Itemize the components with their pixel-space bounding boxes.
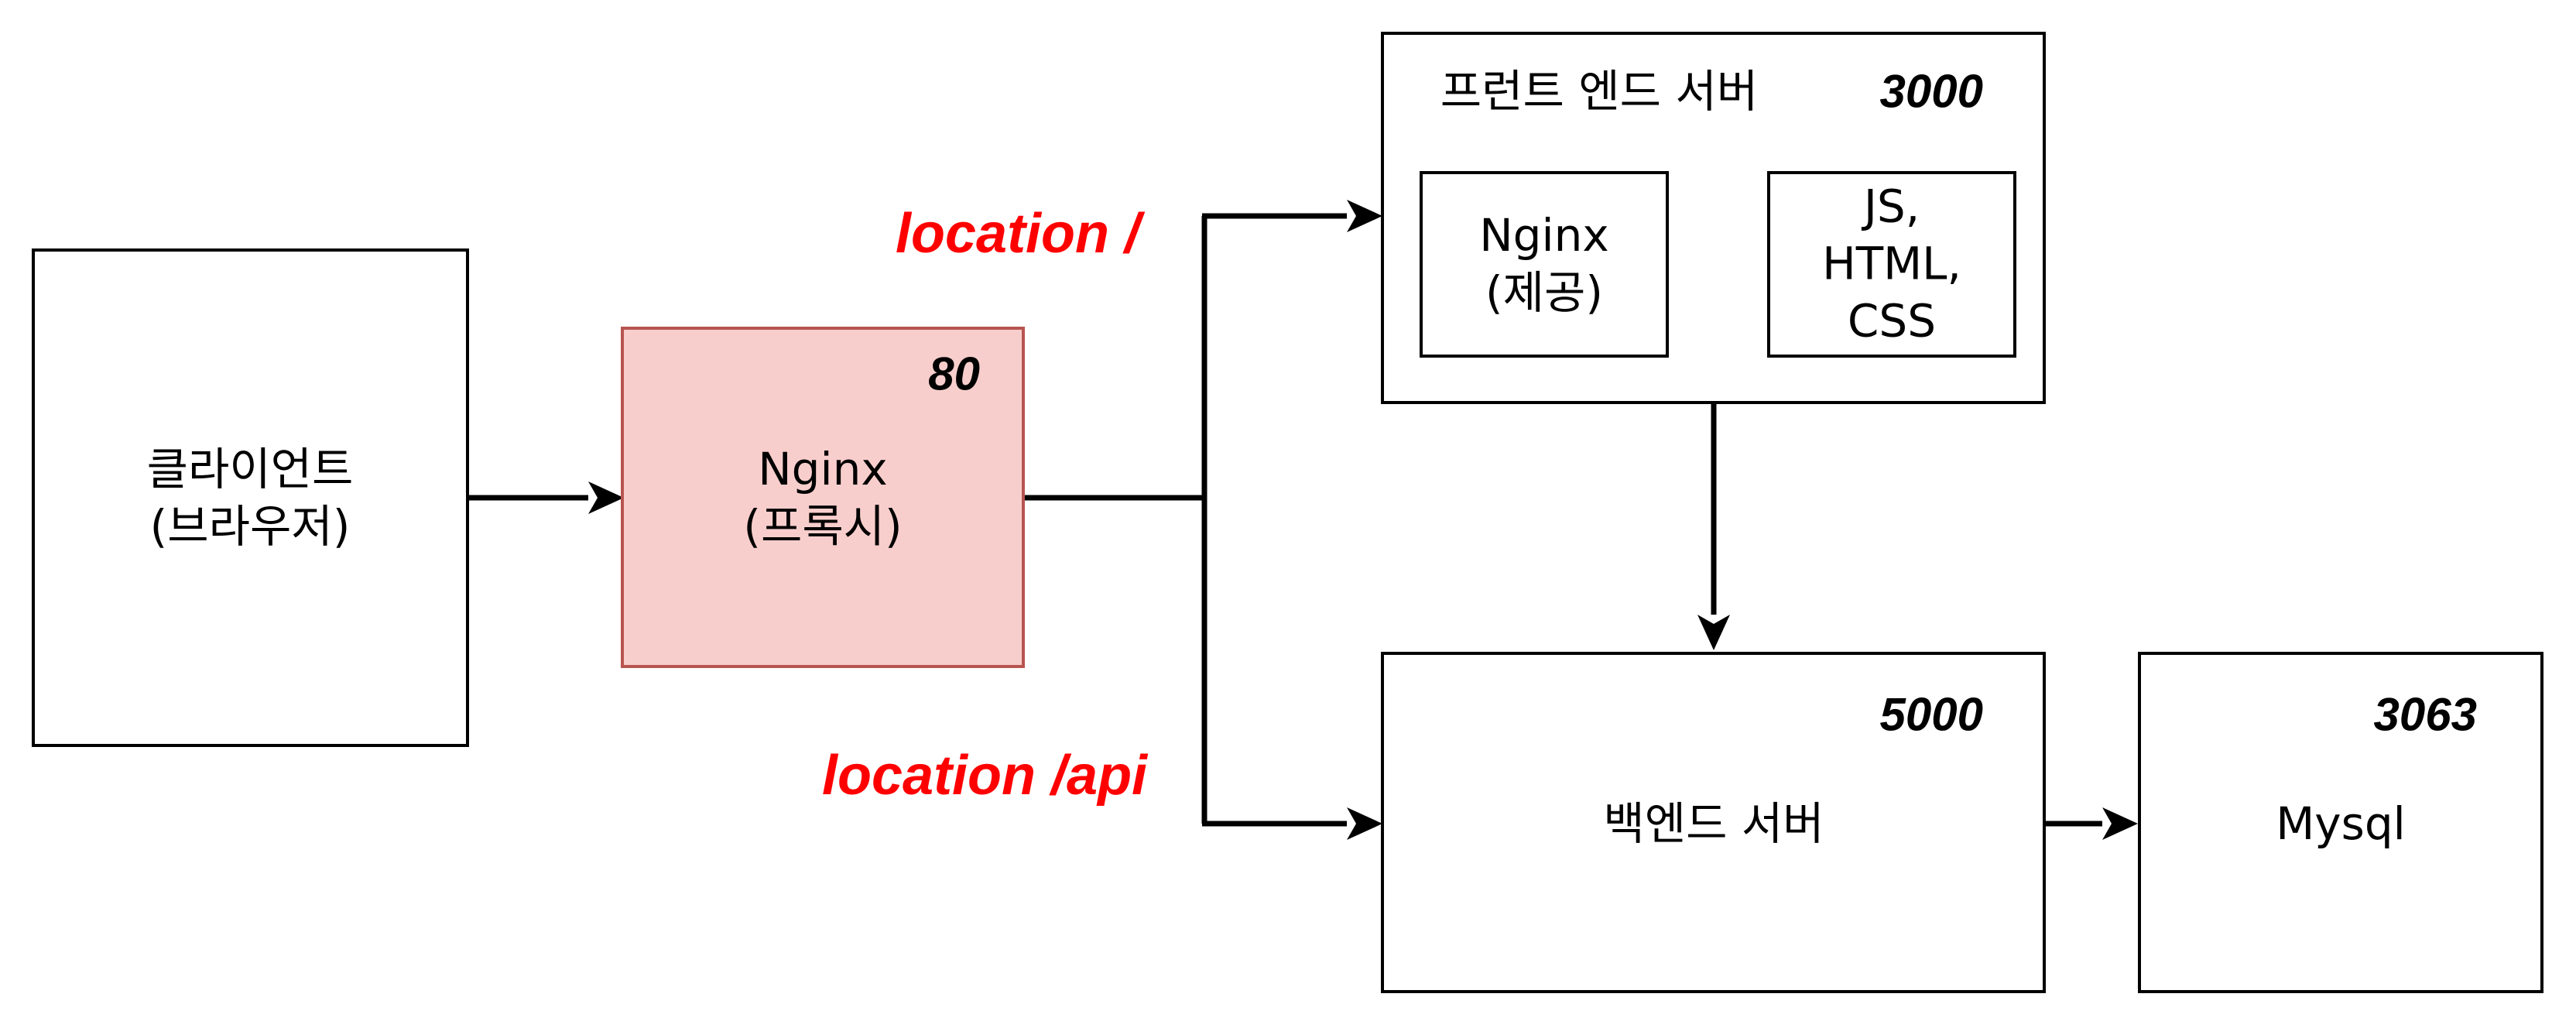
backend-to-database-arrow: [2046, 807, 2138, 840]
frontend-nginx-label: Nginx (제공): [1479, 208, 1609, 319]
backend-port: 5000: [1879, 688, 1983, 741]
database-port: 3063: [2373, 688, 2477, 741]
proxy-box: [621, 327, 1025, 668]
proxy-port: 80: [928, 348, 980, 400]
client-label: 클라이언트 (브라우저): [146, 442, 354, 553]
backend-server-label: 백엔드 서버: [1603, 797, 1824, 850]
client-box: [32, 248, 469, 747]
route-root-label: location /: [896, 203, 1141, 265]
proxy-label: Nginx (프록시): [743, 442, 903, 553]
frontend-port: 3000: [1879, 65, 1983, 118]
frontend-server-title: 프런트 엔드 서버: [1440, 64, 1759, 118]
proxy-to-frontend-arrow: [1202, 200, 1382, 232]
database-label: Mysql: [2276, 797, 2406, 850]
static-assets-label: JS, HTML, CSS: [1822, 180, 1961, 348]
route-api-label: location /api: [822, 745, 1148, 807]
client-to-proxy-arrow: [469, 481, 624, 514]
frontend-to-backend-arrow: [1697, 403, 1730, 650]
proxy-to-backend-arrow: [1202, 807, 1382, 840]
frontend-nginx-box: [1420, 171, 1669, 358]
backend-server-box: [1381, 652, 2046, 993]
static-assets-box: [1767, 171, 2016, 358]
database-box: [2138, 652, 2543, 993]
